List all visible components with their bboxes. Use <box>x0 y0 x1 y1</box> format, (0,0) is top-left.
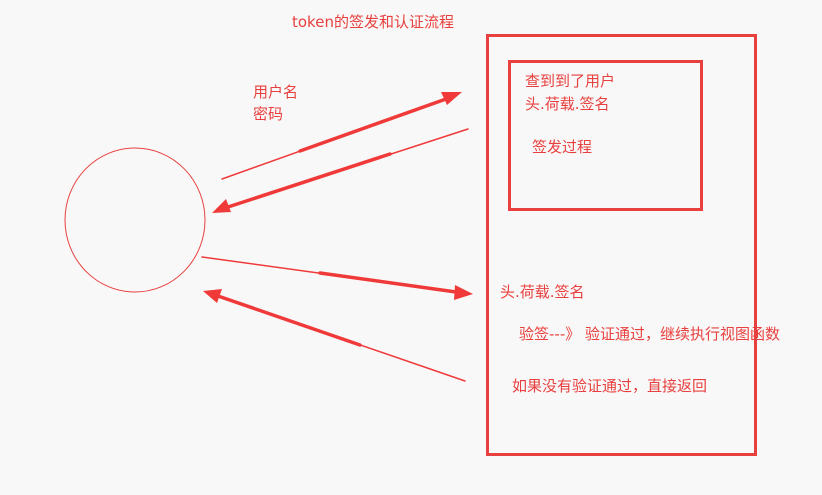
arrow-token-response <box>212 128 469 213</box>
diagram-title: token的签发和认证流程 <box>292 13 454 31</box>
client-circle <box>64 147 206 293</box>
credentials-password-label: 密码 <box>253 105 284 123</box>
verify-token-label: 头.荷载.签名 <box>500 283 585 301</box>
verify-failure-label: 如果没有验证通过，直接返回 <box>512 377 708 395</box>
sign-box-token-label: 头.荷载.签名 <box>525 95 610 113</box>
sign-process-label: 签发过程 <box>532 138 593 156</box>
arrow-verify-response <box>203 289 466 382</box>
arrow-token-request <box>201 256 473 300</box>
sign-process-box <box>508 60 703 211</box>
arrow-login-request <box>221 92 462 180</box>
credentials-username-label: 用户名 <box>253 83 299 101</box>
server-box <box>486 34 757 456</box>
sign-box-user-found-label: 查到到了用户 <box>525 72 616 90</box>
verify-success-label: 验签---》 验证通过，继续执行视图函数 <box>519 325 781 343</box>
